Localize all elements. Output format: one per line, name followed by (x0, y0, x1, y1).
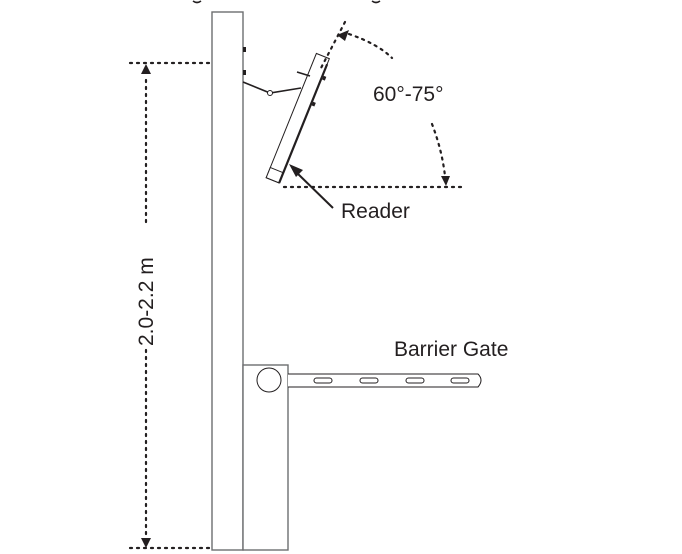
cropped-title-fragment (192, 0, 202, 4)
arm-slot (450, 377, 470, 384)
reader-stud (296, 71, 311, 77)
reader (265, 52, 331, 184)
arrow-down-icon (141, 538, 151, 548)
arrow-up-icon (141, 64, 151, 74)
angle-arc-upper (347, 32, 394, 60)
cropped-title-fragment (371, 0, 381, 4)
height-label: 2.0-2.2 m (135, 257, 158, 346)
angle-arrow-down-icon (441, 176, 450, 186)
arm-slot (359, 377, 379, 384)
reader-label: Reader (341, 200, 410, 223)
arm-slot (405, 377, 425, 384)
angle-arc-lower (430, 122, 447, 178)
barrier-arm (288, 373, 482, 388)
reader-angle-line (319, 20, 347, 70)
barrier-gate-cabinet (242, 364, 289, 551)
barrier-gate-label: Barrier Gate (394, 338, 508, 361)
reader-arrow-icon (289, 164, 303, 177)
angle-label: 60°-75° (373, 83, 444, 106)
angle-arrow-up-icon (337, 30, 349, 41)
pole (211, 11, 244, 551)
mounting-bracket (242, 47, 302, 96)
arm-slot (313, 377, 333, 384)
gate-pivot (256, 367, 282, 393)
reader-pointer (295, 171, 334, 209)
